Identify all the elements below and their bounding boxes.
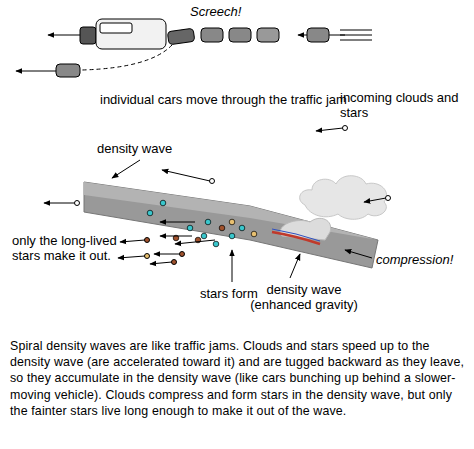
escape-label: only the long-lived stars make it out. [12, 233, 130, 263]
cloud-label: incoming clouds and stars [340, 90, 470, 120]
gas-cloud [272, 176, 387, 244]
gravity-label: density wave (enhanced gravity) [245, 282, 363, 312]
figure-caption: Spiral density waves are like traffic ja… [10, 338, 466, 419]
wave-label: density wave [97, 141, 217, 156]
sound-effect: Screech! [190, 4, 270, 19]
stars [147, 200, 257, 247]
compression-label: compression! [376, 252, 472, 267]
traffic-jam [16, 19, 372, 77]
